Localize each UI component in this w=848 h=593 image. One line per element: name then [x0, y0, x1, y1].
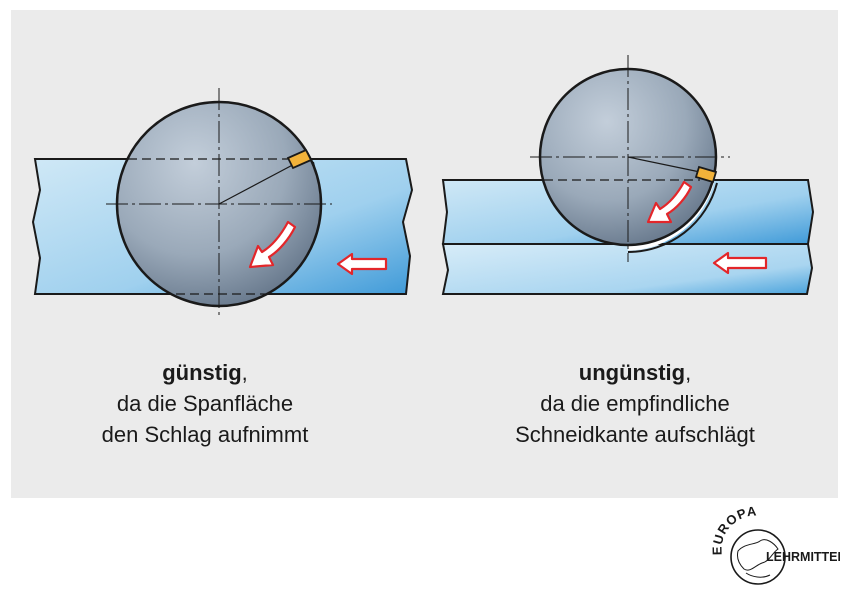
globe-icon [730, 529, 786, 585]
right-cutting-insert [694, 165, 718, 184]
right-rotation-arrow [646, 180, 693, 224]
left-feed-arrow [336, 252, 388, 276]
left-caption-line1: da die Spanfläche [116, 391, 294, 416]
right-caption-line1: da die empfindliche [540, 391, 730, 416]
left-rotation-arrow [248, 220, 297, 269]
left-diagram [31, 88, 414, 318]
left-caption: günstig, da die Spanfläche den Schlag au… [40, 357, 370, 450]
logo-side-text: LEHRMITTEL [766, 550, 840, 564]
right-feed-arrow [712, 251, 768, 275]
left-caption-heading: günstig [162, 360, 242, 385]
left-cutting-insert [286, 148, 313, 170]
left-caption-comma: , [241, 360, 248, 385]
right-caption-comma: , [685, 360, 692, 385]
left-caption-line2: den Schlag aufnimmt [101, 422, 309, 447]
milling-diagram [31, 55, 815, 318]
right-caption-line2: Schneidkante aufschlägt [515, 422, 755, 447]
right-caption-heading: ungünstig [578, 360, 686, 385]
right-diagram [441, 55, 815, 295]
right-caption: ungünstig, da die empfindliche Schneidka… [440, 357, 830, 450]
europa-lehrmittel-logo: EUROPA LEHRMITTEL [709, 503, 840, 585]
